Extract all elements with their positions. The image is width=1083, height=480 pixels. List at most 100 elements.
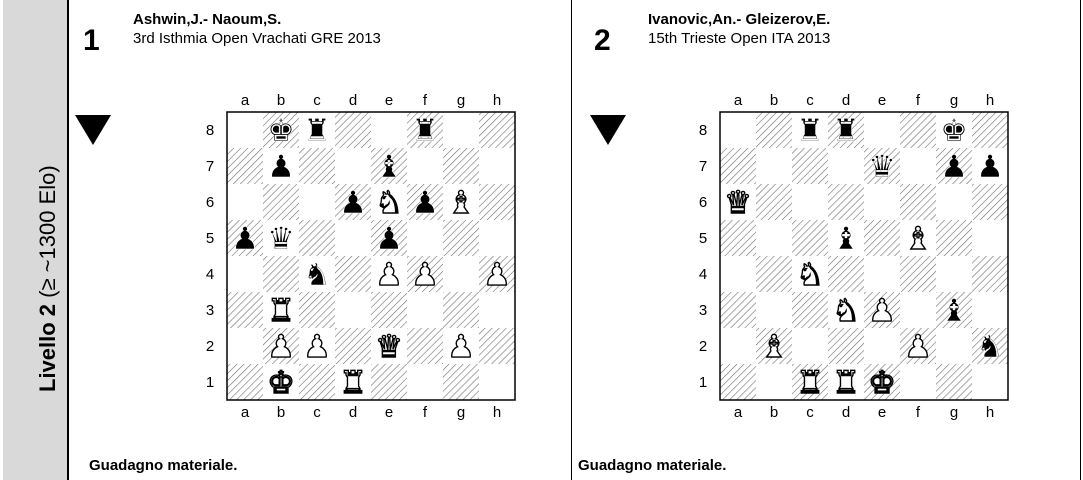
square-d2 [828, 328, 864, 364]
file-label: d [349, 404, 357, 421]
square-b3 [263, 292, 299, 328]
square-d8 [335, 112, 371, 148]
square-b6 [756, 184, 792, 220]
svg-text:♟: ♟ [375, 257, 403, 292]
svg-text:♞: ♞ [375, 185, 403, 220]
puzzle-players: Ashwin,J.- Naoum,S. [133, 11, 282, 28]
square-g4 [936, 256, 972, 292]
rank-label: 2 [206, 338, 214, 355]
file-label: b [277, 92, 285, 109]
black-queen-icon: ♛ [267, 221, 295, 257]
square-g6 [936, 184, 972, 220]
white-pawn-icon: ♟♟ [374, 256, 403, 292]
square-g4 [443, 256, 479, 292]
rank-label: 3 [699, 302, 707, 319]
black-rook-icon: ♜ [832, 113, 860, 149]
white-knight-icon: ♞♞ [374, 184, 403, 220]
file-label: h [986, 404, 994, 421]
square-e4 [864, 256, 900, 292]
square-d1 [335, 364, 371, 400]
svg-text:♛: ♛ [724, 185, 752, 220]
svg-text:♜: ♜ [339, 365, 367, 400]
square-e5 [864, 220, 900, 256]
svg-text:♜: ♜ [267, 293, 295, 328]
level-sidebar: Livello 2 (≥ ~1300 Elo) [3, 0, 68, 480]
svg-text:♟: ♟ [267, 329, 295, 364]
square-h7 [972, 148, 1008, 184]
svg-text:♛: ♛ [724, 185, 752, 220]
square-b7 [756, 148, 792, 184]
svg-text:♝: ♝ [832, 221, 860, 256]
square-d7 [828, 148, 864, 184]
black-pawn-icon: ♟ [976, 149, 1004, 185]
square-f7 [900, 148, 936, 184]
white-rook-icon: ♜♜ [831, 364, 860, 400]
black-pawn-icon: ♟ [411, 185, 439, 221]
file-label: h [986, 92, 994, 109]
square-f7 [407, 148, 443, 184]
svg-text:♞: ♞ [796, 257, 824, 292]
black-queen-icon: ♛ [868, 149, 896, 185]
square-h3 [972, 292, 1008, 328]
square-a2 [720, 328, 756, 364]
square-c7 [792, 148, 828, 184]
svg-text:♜: ♜ [832, 365, 860, 400]
svg-text:♟: ♟ [868, 293, 896, 328]
svg-text:♜: ♜ [411, 113, 439, 148]
square-f1 [407, 364, 443, 400]
rank-label: 1 [206, 374, 214, 391]
square-c8 [792, 112, 828, 148]
square-h4 [479, 256, 515, 292]
square-a4 [227, 256, 263, 292]
black-king-icon: ♚ [940, 113, 968, 149]
white-bishop-icon: ♝♝ [759, 328, 788, 364]
svg-text:♟: ♟ [483, 257, 511, 292]
white-knight-icon: ♞♞ [831, 292, 860, 328]
svg-text:♞: ♞ [375, 185, 403, 220]
square-g3 [443, 292, 479, 328]
svg-text:♟: ♟ [375, 257, 403, 292]
square-f6 [407, 184, 443, 220]
square-d3 [828, 292, 864, 328]
square-f4 [900, 256, 936, 292]
square-h6 [972, 184, 1008, 220]
square-e2 [864, 328, 900, 364]
svg-text:♟: ♟ [267, 329, 295, 364]
rank-label: 4 [699, 266, 707, 283]
svg-text:♚: ♚ [940, 113, 968, 148]
level-label: Livello 2 [35, 303, 60, 392]
svg-text:♟: ♟ [904, 329, 932, 364]
svg-text:♟: ♟ [447, 329, 475, 364]
svg-text:♟: ♟ [303, 329, 331, 364]
square-b8 [263, 112, 299, 148]
svg-text:♝: ♝ [760, 329, 788, 364]
square-c2 [792, 328, 828, 364]
board-border [226, 111, 516, 401]
file-label: c [313, 404, 321, 421]
rank-label: 6 [699, 194, 707, 211]
square-a5 [227, 220, 263, 256]
square-c1 [792, 364, 828, 400]
black-to-move-icon [75, 115, 111, 145]
square-a2 [227, 328, 263, 364]
puzzle-number: 1 [83, 24, 100, 57]
black-pawn-icon: ♟ [375, 221, 403, 257]
file-label: f [423, 92, 428, 109]
svg-text:♟: ♟ [339, 185, 367, 220]
square-g5 [443, 220, 479, 256]
square-b2 [263, 328, 299, 364]
square-f3 [900, 292, 936, 328]
square-f2 [407, 328, 443, 364]
file-label: a [734, 92, 743, 109]
square-d4 [335, 256, 371, 292]
puzzle-event: 3rd Isthmia Open Vrachati GRE 2013 [133, 30, 381, 47]
board-border [719, 111, 1009, 401]
square-e1 [371, 364, 407, 400]
square-h8 [972, 112, 1008, 148]
rank-label: 5 [206, 230, 214, 247]
square-e3 [371, 292, 407, 328]
file-label: d [349, 92, 357, 109]
square-b3 [756, 292, 792, 328]
square-a6 [227, 184, 263, 220]
svg-text:♟: ♟ [231, 221, 259, 256]
